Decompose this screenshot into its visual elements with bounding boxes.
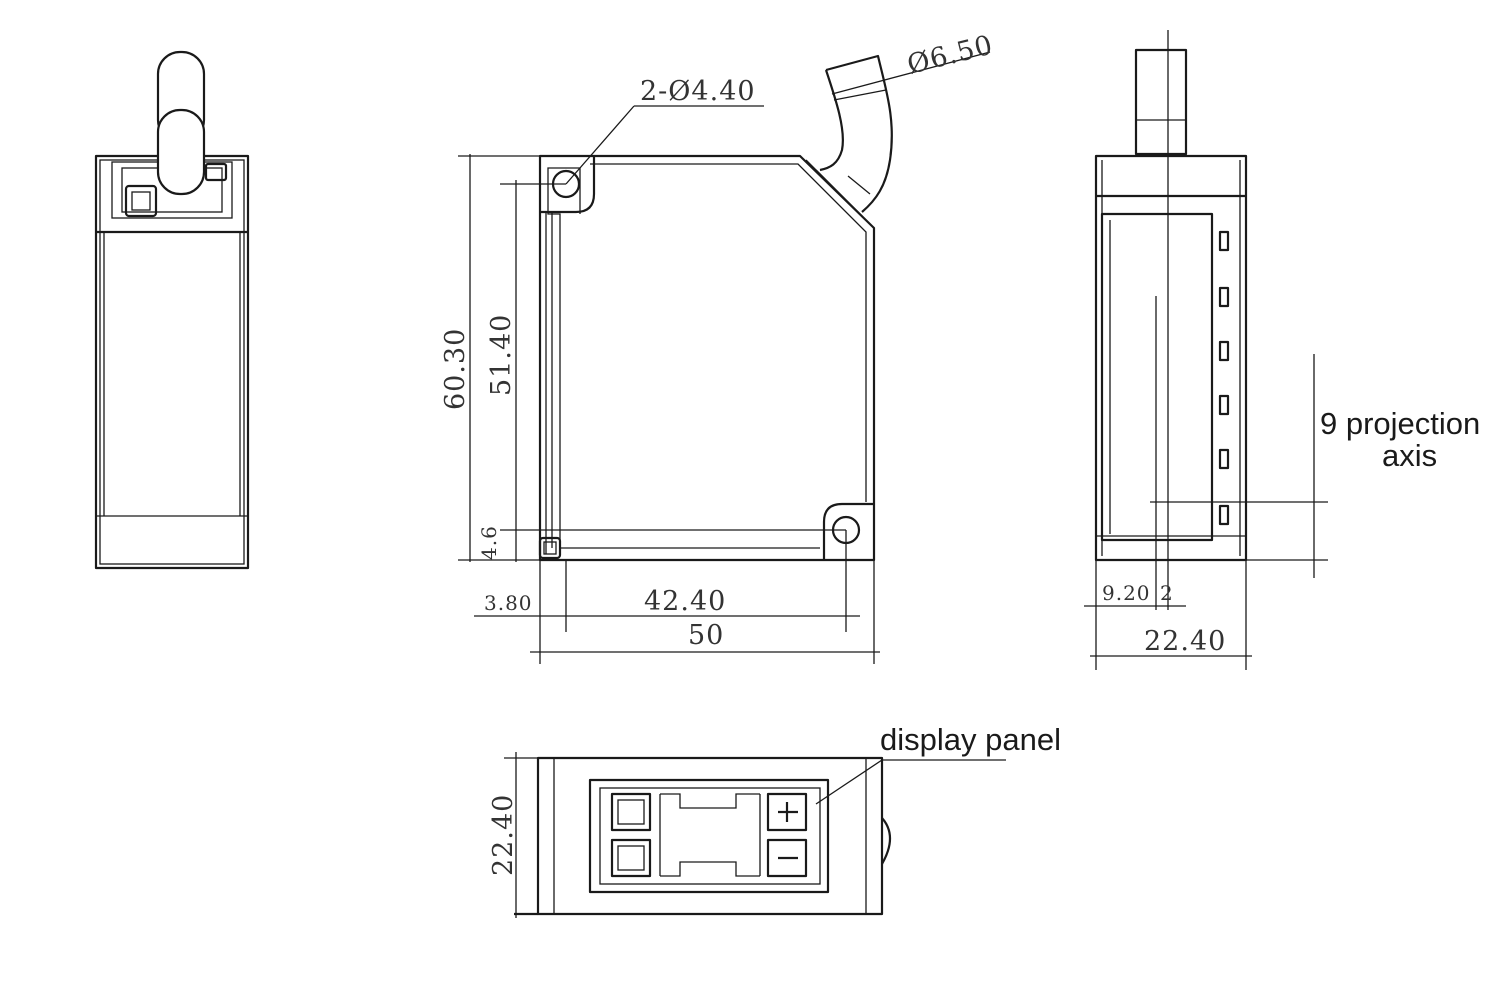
projection-axis-label-line2: axis — [1382, 438, 1437, 473]
side-small-label: 2 — [1160, 581, 1174, 605]
display-panel — [588, 778, 830, 894]
minus-button[interactable] — [766, 838, 808, 878]
height-holes-label: 51.40 — [486, 314, 517, 396]
right-view-body — [1094, 154, 1248, 562]
height-offset-label: 4.6 — [477, 525, 501, 560]
hole-callout-label: 2-Ø4.40 — [640, 76, 756, 107]
display-indicator — [610, 838, 652, 878]
width-offset-label: 3.80 — [484, 591, 533, 615]
cable-diameter-label: Ø6.50 — [904, 30, 996, 81]
front-view-cable — [825, 54, 893, 213]
led-slot — [1218, 340, 1230, 362]
right-view-cable — [1134, 48, 1188, 156]
bottom-width-label: 22.40 — [488, 794, 519, 876]
front-view-body — [538, 154, 876, 562]
plus-button[interactable] — [766, 792, 808, 832]
led-slot — [1218, 504, 1230, 526]
height-total-label: 60.30 — [440, 328, 471, 410]
width-total-label: 50 — [688, 620, 724, 651]
left-view — [94, 50, 250, 570]
led-slot — [1218, 230, 1230, 252]
display-indicator — [610, 792, 652, 832]
width-holes-label: 42.40 — [644, 586, 726, 617]
bottom-view-body — [536, 756, 884, 916]
right-view — [1094, 30, 1328, 610]
side-width-label: 22.40 — [1144, 626, 1226, 657]
right-view-dimensions — [1084, 560, 1252, 670]
side-offset-label: 9.20 — [1102, 581, 1151, 605]
front-view — [538, 54, 893, 562]
led-slot — [1218, 394, 1230, 416]
bottom-view — [504, 752, 1006, 918]
front-view-dimensions — [458, 51, 991, 664]
projection-axis-label-line1: 9 projection — [1320, 406, 1480, 441]
led-slot — [1218, 448, 1230, 470]
led-slot — [1218, 286, 1230, 308]
left-view-cable — [156, 108, 206, 196]
display-panel-label: display panel — [880, 722, 1061, 757]
